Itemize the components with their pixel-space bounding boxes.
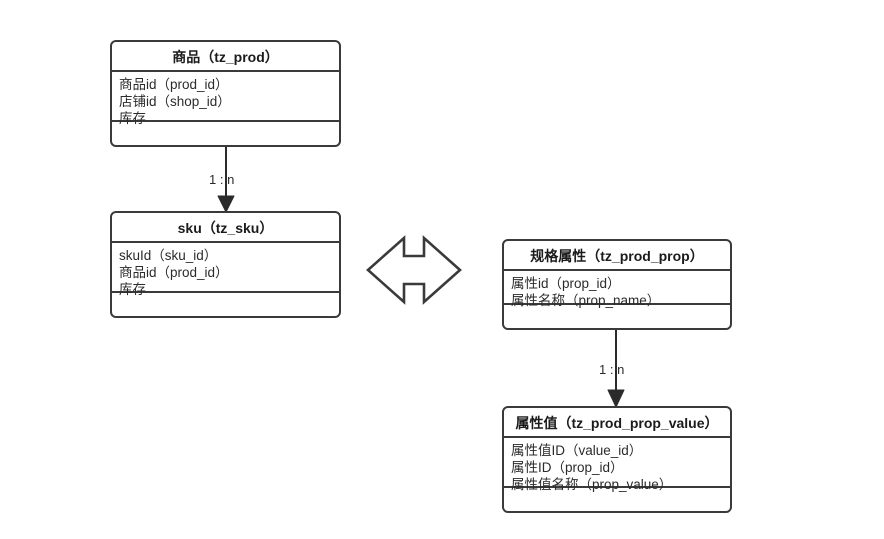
entity-tz-sku[interactable]: sku（tz_sku） skuId（sku_id） 商品id（prod_id） …: [110, 211, 341, 318]
attribute-row: 属性名称（prop_name）: [511, 293, 661, 308]
entity-methods-tz-sku: [112, 293, 339, 316]
arrowhead-filled: [217, 195, 235, 213]
entity-attributes-tz-prod-prop: 属性id（prop_id） 属性名称（prop_name）: [504, 271, 730, 308]
attribute-row: skuId（sku_id）: [119, 248, 218, 263]
connector-label-prop-to-propvalue: 1 : n: [599, 362, 625, 377]
entity-attributes-tz-prod-prop-value: 属性值ID（value_id） 属性ID（prop_id） 属性值名称（prop…: [504, 438, 730, 492]
entity-title-tz-prod: 商品（tz_prod）: [112, 42, 339, 72]
entity-title-tz-prod-prop-value: 属性值（tz_prod_prop_value）: [504, 408, 730, 438]
attribute-row: 属性id（prop_id）: [511, 276, 621, 291]
attribute-row: 属性ID（prop_id）: [511, 460, 624, 475]
attribute-row: 商品id（prod_id）: [119, 265, 229, 280]
attribute-row: 商品id（prod_id）: [119, 77, 229, 92]
arrowhead-filled: [607, 389, 625, 408]
attribute-row: 属性值名称（prop_value）: [511, 477, 673, 492]
entity-attributes-tz-prod: 商品id（prod_id） 店铺id（shop_id） 库存: [112, 72, 339, 126]
entity-tz-prod-prop-value[interactable]: 属性值（tz_prod_prop_value） 属性值ID（value_id） …: [502, 406, 732, 513]
connector-label-prod-to-sku: 1 : n: [209, 172, 235, 187]
entity-tz-prod[interactable]: 商品（tz_prod） 商品id（prod_id） 店铺id（shop_id） …: [110, 40, 341, 147]
entity-methods-tz-prod: [112, 122, 339, 145]
entity-title-tz-prod-prop: 规格属性（tz_prod_prop）: [504, 241, 730, 271]
attribute-row: 库存: [119, 282, 146, 297]
entity-tz-prod-prop[interactable]: 规格属性（tz_prod_prop） 属性id（prop_id） 属性名称（pr…: [502, 239, 732, 330]
attribute-row: 店铺id（shop_id）: [119, 94, 231, 109]
attribute-row: 属性值ID（value_id）: [511, 443, 643, 458]
attribute-row: 库存: [119, 111, 146, 126]
double-arrow-shape: [366, 235, 462, 305]
entity-title-tz-sku: sku（tz_sku）: [112, 213, 339, 243]
connector-sku-to-prop: [366, 235, 462, 305]
entity-attributes-tz-sku: skuId（sku_id） 商品id（prod_id） 库存: [112, 243, 339, 297]
